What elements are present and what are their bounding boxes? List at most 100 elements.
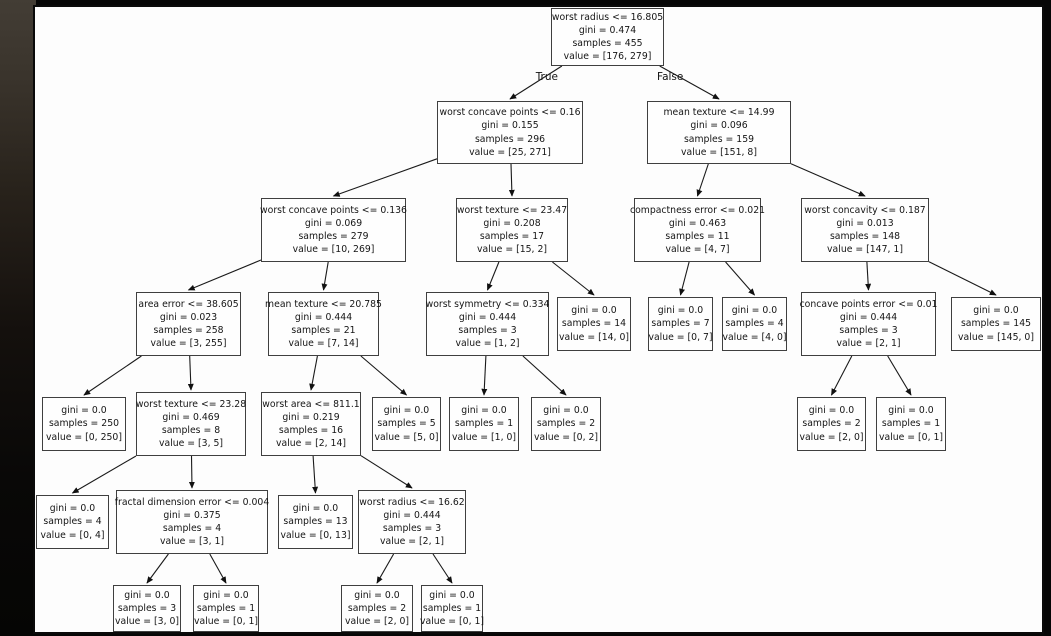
node-text-line: samples = 17 bbox=[479, 231, 545, 242]
node-text-line: samples = 3 bbox=[382, 523, 442, 534]
node-text-line: mean texture <= 20.785 bbox=[265, 298, 382, 310]
node-text-line: gini = 0.444 bbox=[458, 311, 517, 323]
node-text-line: samples = 296 bbox=[474, 133, 546, 145]
node-text-line: gini = 0.155 bbox=[481, 120, 539, 132]
node-text-line: samples = 2 bbox=[347, 602, 407, 614]
node-text-line: value = [1, 0] bbox=[451, 431, 517, 443]
node-text-line: samples = 2 bbox=[802, 418, 861, 430]
node-text-line: samples = 14 bbox=[561, 318, 627, 330]
node-text-line: gini = 0.0 bbox=[657, 305, 704, 317]
node-text-line: samples = 11 bbox=[665, 231, 730, 242]
node-text-line: value = [0, 4] bbox=[40, 529, 105, 541]
node-text-line: gini = 0.0 bbox=[429, 589, 475, 601]
node-text-line: value = [2, 14] bbox=[275, 438, 346, 450]
node-text-line: samples = 4 bbox=[725, 318, 784, 330]
node-text-line: value = [2, 0] bbox=[344, 616, 410, 628]
node-text-line: samples = 455 bbox=[572, 38, 643, 49]
node-text-line: gini = 0.474 bbox=[578, 24, 637, 36]
node-text-line: value = [5, 0] bbox=[374, 431, 439, 443]
node-text-line: value = [3, 0] bbox=[114, 616, 180, 628]
node-text-line: samples = 1 bbox=[196, 602, 256, 614]
node-text-line: gini = 0.0 bbox=[543, 405, 589, 417]
node-text-line: value = [1, 2] bbox=[455, 338, 520, 350]
node-text-line: value = [0, 1] bbox=[193, 616, 259, 628]
node-text-line: value = [151, 8] bbox=[681, 146, 757, 158]
node-text-line: gini = 0.096 bbox=[690, 120, 748, 132]
node-text-line: concave points error <= 0.01 bbox=[799, 298, 938, 310]
node-text-line: samples = 258 bbox=[153, 325, 224, 336]
node-text-line: gini = 0.0 bbox=[731, 305, 778, 317]
node-text-line: samples = 159 bbox=[683, 133, 755, 145]
node-text-line: gini = 0.0 bbox=[461, 405, 507, 417]
node-text-line: samples = 13 bbox=[283, 516, 348, 528]
node-text-line: samples = 2 bbox=[536, 418, 596, 430]
node-text-line: gini = 0.444 bbox=[294, 311, 353, 323]
node-text-line: samples = 16 bbox=[278, 425, 344, 436]
node-text-line: samples = 21 bbox=[291, 325, 356, 336]
node-text-line: gini = 0.0 bbox=[808, 405, 855, 417]
node-text-line: samples = 1 bbox=[454, 418, 514, 430]
node-text-line: value = [14, 0] bbox=[558, 331, 629, 343]
node-text-line: worst symmetry <= 0.334 bbox=[425, 298, 550, 310]
node-text-line: worst radius <= 16.62 bbox=[359, 496, 465, 508]
node-text-line: samples = 8 bbox=[161, 425, 221, 436]
node-text-line: samples = 279 bbox=[298, 231, 369, 242]
node-text-line: value = [0, 13] bbox=[280, 529, 351, 541]
node-text-line: samples = 1 bbox=[422, 602, 482, 614]
node-text-line: gini = 0.0 bbox=[61, 405, 107, 417]
node-text-line: fractal dimension error <= 0.004 bbox=[114, 496, 270, 508]
node-text-line: value = [145, 0] bbox=[958, 331, 1034, 343]
node-text-line: value = [10, 269] bbox=[292, 244, 375, 256]
node-text-line: worst concave points <= 0.16 bbox=[439, 107, 581, 119]
node-text-line: gini = 0.444 bbox=[383, 509, 441, 521]
node-text-line: gini = 0.013 bbox=[836, 217, 894, 229]
node-text-line: gini = 0.0 bbox=[888, 405, 934, 417]
node-text-line: gini = 0.023 bbox=[159, 311, 218, 323]
edge-label-false: False bbox=[657, 71, 684, 83]
node-text-line: gini = 0.069 bbox=[304, 217, 363, 229]
node-text-line: gini = 0.0 bbox=[571, 305, 617, 317]
node-text-line: area error <= 38.605 bbox=[138, 298, 239, 310]
node-text-line: value = [4, 7] bbox=[665, 244, 730, 256]
node-text-line: samples = 250 bbox=[48, 418, 120, 430]
node-text-line: value = [3, 1] bbox=[159, 536, 225, 548]
node-text-line: gini = 0.444 bbox=[839, 311, 898, 323]
node-text-line: worst area <= 811.1 bbox=[262, 398, 360, 410]
node-text-line: gini = 0.0 bbox=[49, 503, 96, 515]
node-text-line: samples = 4 bbox=[43, 516, 102, 528]
edge-label-true: True bbox=[535, 71, 558, 83]
node-text-line: gini = 0.375 bbox=[163, 509, 221, 521]
node-text-line: value = [15, 2] bbox=[476, 244, 547, 256]
node-text-line: worst radius <= 16.805 bbox=[551, 11, 664, 23]
node-text-line: value = [4, 0] bbox=[722, 331, 787, 343]
node-text-line: gini = 0.0 bbox=[292, 503, 339, 515]
node-text-line: value = [2, 1] bbox=[836, 338, 901, 350]
node-text-line: value = [3, 255] bbox=[150, 338, 227, 350]
